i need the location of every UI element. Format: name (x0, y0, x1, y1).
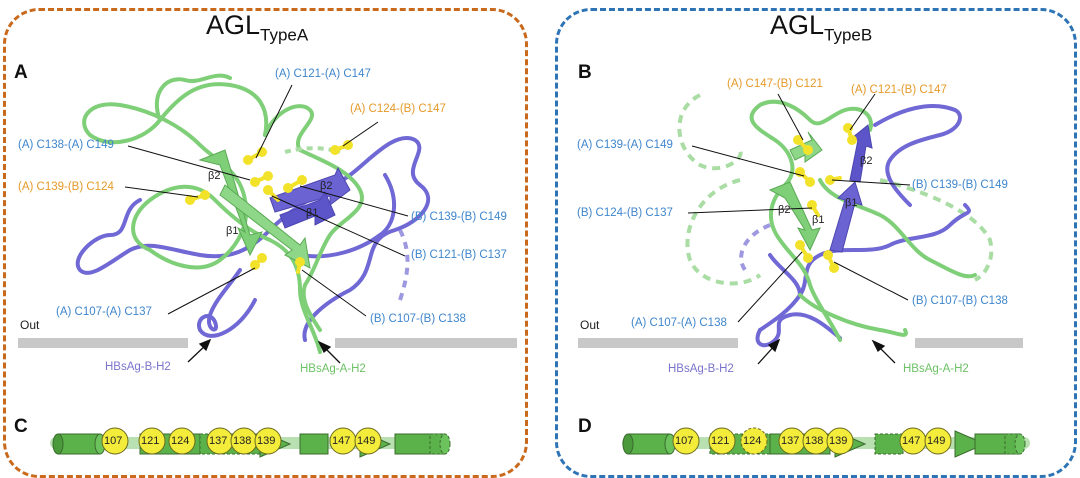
residue-number: 121 (711, 435, 730, 447)
residue-number: 107 (675, 435, 694, 447)
strand-label: β2 (778, 204, 791, 216)
bond-label: (A) C107-(A) C138 (631, 317, 727, 329)
chain-b-ribbon-b (755, 103, 971, 348)
residue-number: 137 (209, 435, 228, 447)
chain-b-loop-dashed-b (739, 223, 771, 272)
leader-lines-a (124, 84, 409, 317)
leader-lines-b (687, 93, 911, 323)
bond-label: (B) C139-(B) C149 (411, 211, 507, 223)
type-a-title: AGLTypeA (206, 10, 309, 45)
residue-number: 107 (104, 435, 123, 447)
strand-label: β1 (306, 207, 319, 219)
chain-arrows-b (757, 338, 896, 365)
bond-label: (A) C147-(B) C121 (727, 78, 823, 90)
beta-arrow-purple-b2 (849, 124, 873, 183)
residue-number: 121 (141, 435, 160, 447)
strand-label: β2 (860, 155, 873, 167)
type-b-title: AGLTypeB (770, 10, 873, 45)
chain-a-loop-dashed-a (284, 146, 341, 154)
residue-circles-c (101, 427, 382, 455)
residue-number: 124 (171, 435, 190, 447)
membrane-a-right (335, 338, 517, 348)
residue-number: 138 (233, 435, 252, 447)
residue-number: 124 (743, 435, 762, 447)
out-label: Out (580, 318, 600, 332)
strand-label: β1 (226, 225, 239, 237)
structure-drawings (18, 73, 1030, 458)
strand-label: β1 (845, 197, 858, 209)
panel-letter-b: B (578, 62, 592, 83)
panel-letter-a: A (14, 62, 28, 83)
bond-label: (A) C124-(B) C147 (350, 103, 446, 115)
residue-number: 137 (781, 435, 800, 447)
chain-b-label: HBsAg-B-H2 (668, 363, 734, 375)
chain-arrows-a (187, 338, 341, 364)
chain-a-loop-dashed-b (677, 93, 994, 286)
chain-a-label: HBsAg-A-H2 (903, 363, 969, 375)
bond-label: (B) C121-(B) C137 (411, 249, 507, 261)
membrane-b-left (578, 338, 738, 348)
residue-number: 139 (257, 435, 276, 447)
membrane-a-left (18, 338, 188, 348)
membrane-b-right (915, 338, 1023, 348)
residue-number: 149 (927, 435, 946, 447)
bond-label: (B) C107-(B) C138 (370, 313, 466, 325)
chain-b-label: HBsAg-B-H2 (105, 361, 171, 373)
panel-letter-c: C (14, 416, 28, 437)
residue-number: 149 (357, 435, 376, 447)
bond-label: (B) C139-(B) C149 (912, 179, 1008, 191)
out-label: Out (20, 318, 40, 332)
bond-label: (A) C139-(A) C149 (577, 139, 673, 151)
chain-a-label: HBsAg-A-H2 (300, 363, 366, 375)
strand-label: β2 (208, 170, 221, 182)
residue-circles-d (672, 427, 952, 455)
residue-number: 147 (902, 435, 921, 447)
bond-label: (B) C107-(B) C138 (912, 295, 1008, 307)
strand-label: β2 (320, 180, 333, 192)
bond-label: (B) C124-(B) C137 (577, 207, 673, 219)
panel-letter-d: D (578, 416, 592, 437)
bond-label: (A) C121-(A) C147 (275, 68, 371, 80)
residue-number: 138 (805, 435, 824, 447)
bond-label: (A) C139-(B) C124 (18, 181, 114, 193)
bond-label: (A) C138-(A) C149 (18, 139, 114, 151)
strand-label: β1 (812, 214, 825, 226)
chain-b-loop-dashed-a (398, 229, 410, 301)
bond-label: (A) C107-(A) C137 (56, 306, 152, 318)
bond-label: (A) C121-(B) C147 (851, 84, 947, 96)
residue-number: 139 (829, 435, 848, 447)
beta-arrow-purple-b1 (829, 181, 863, 253)
residue-number: 147 (332, 435, 351, 447)
